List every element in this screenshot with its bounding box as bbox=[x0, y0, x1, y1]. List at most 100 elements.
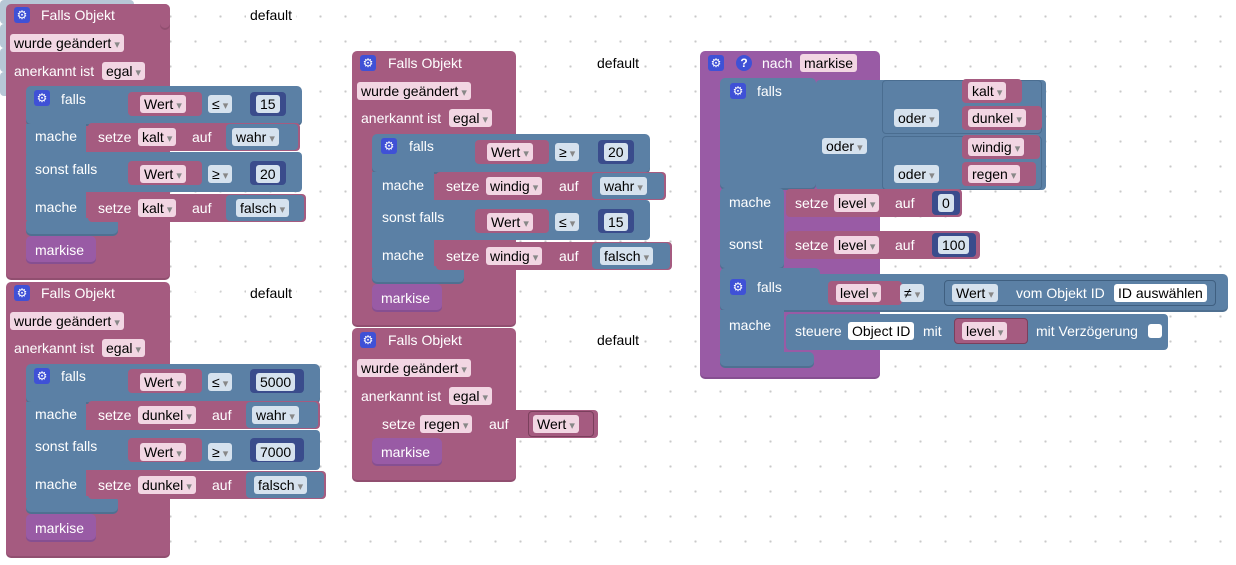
number-field[interactable]: 5000 bbox=[256, 373, 296, 391]
trigger-block-1[interactable]: ⚙ Falls Objekt Objekt ID default wurde g… bbox=[0, 0, 1236, 280]
number-field[interactable]: 20 bbox=[604, 143, 628, 161]
ack-dropdown[interactable]: egal bbox=[102, 62, 146, 80]
wert-dropdown[interactable]: Wert bbox=[487, 143, 533, 161]
mache-label: mache bbox=[729, 194, 772, 210]
objekt-id-field[interactable]: default bbox=[593, 331, 644, 349]
procedure-name-field[interactable]: markise bbox=[800, 54, 858, 72]
anerkannt-label: anerkannt ist bbox=[14, 340, 95, 356]
markise-call-block[interactable] bbox=[26, 514, 96, 542]
gear-icon[interactable]: ⚙ bbox=[34, 90, 50, 106]
level-dropdown[interactable]: level bbox=[962, 322, 1008, 340]
ack-dropdown[interactable]: egal bbox=[102, 339, 146, 357]
number-field[interactable]: 15 bbox=[256, 95, 280, 113]
number-field[interactable]: 20 bbox=[256, 165, 280, 183]
mache-label: mache bbox=[382, 247, 425, 263]
oder-dropdown-1[interactable]: oder bbox=[894, 109, 939, 127]
var-kalt-dropdown[interactable]: kalt bbox=[968, 82, 1007, 100]
mit-label: mit bbox=[923, 323, 942, 339]
gear-icon[interactable]: ⚙ bbox=[14, 7, 30, 23]
event-dropdown[interactable]: wurde geändert bbox=[10, 34, 124, 52]
variable-dropdown[interactable]: kalt bbox=[138, 199, 177, 217]
ack-dropdown[interactable]: egal bbox=[449, 387, 493, 405]
gear-icon[interactable]: ⚙ bbox=[730, 83, 746, 99]
variable-dropdown[interactable]: windig bbox=[486, 177, 543, 195]
variable-dropdown[interactable]: regen bbox=[420, 415, 473, 433]
markise-call-block[interactable] bbox=[26, 236, 96, 264]
gear-icon[interactable]: ⚙ bbox=[34, 368, 50, 384]
wert-dropdown[interactable]: Wert bbox=[487, 213, 533, 231]
markise-label: markise bbox=[381, 444, 431, 460]
var-windig-dropdown[interactable]: windig bbox=[968, 138, 1025, 156]
compare-dropdown[interactable]: ≥ bbox=[555, 143, 580, 161]
variable-dropdown[interactable]: dunkel bbox=[138, 476, 196, 494]
gear-icon[interactable]: ⚙ bbox=[14, 285, 30, 301]
var-dunkel-dropdown[interactable]: dunkel bbox=[968, 109, 1026, 127]
compare-dropdown[interactable]: ≤ bbox=[208, 95, 233, 113]
number-field[interactable]: 0 bbox=[938, 194, 954, 212]
markise-label: markise bbox=[381, 290, 431, 306]
oder-dropdown-outer[interactable]: oder bbox=[822, 137, 867, 157]
objekt-id-field[interactable]: default bbox=[246, 6, 297, 24]
bool-dropdown[interactable]: falsch bbox=[254, 476, 308, 494]
gear-icon[interactable]: ⚙ bbox=[381, 138, 397, 154]
wert-dropdown[interactable]: Wert bbox=[140, 95, 186, 113]
gear-icon[interactable]: ⚙ bbox=[708, 55, 724, 71]
markise-call-block[interactable] bbox=[372, 284, 442, 312]
wert-dropdown[interactable]: Wert bbox=[140, 443, 186, 461]
gear-icon[interactable]: ⚙ bbox=[360, 55, 376, 71]
mit-verzoegerung-label: mit Verzögerung bbox=[1036, 323, 1138, 339]
markise-label: markise bbox=[35, 520, 85, 536]
bool-dropdown[interactable]: wahr bbox=[600, 177, 647, 195]
event-dropdown[interactable]: wurde geändert bbox=[357, 82, 471, 100]
compare-dropdown[interactable]: ≠ bbox=[900, 284, 925, 302]
setze-label: setze bbox=[98, 407, 132, 423]
variable-dropdown[interactable]: kalt bbox=[138, 128, 177, 146]
bool-dropdown[interactable]: wahr bbox=[232, 128, 279, 146]
objekt-id-field[interactable]: default bbox=[593, 54, 644, 72]
event-dropdown[interactable]: wurde geändert bbox=[357, 359, 471, 377]
gear-icon[interactable]: ⚙ bbox=[730, 279, 746, 295]
bool-dropdown[interactable]: falsch bbox=[600, 247, 654, 265]
compare-dropdown[interactable]: ≤ bbox=[555, 213, 580, 231]
falls-objekt-label: Falls Objekt bbox=[41, 7, 115, 23]
vom-objekt-id-label: vom Objekt ID bbox=[1016, 285, 1105, 301]
variable-dropdown[interactable]: windig bbox=[486, 247, 543, 265]
wert-dropdown[interactable]: Wert bbox=[952, 284, 998, 302]
setze-label: setze bbox=[446, 178, 480, 194]
mache-label: mache bbox=[382, 177, 425, 193]
mache-label: mache bbox=[729, 317, 772, 333]
level-dropdown[interactable]: level bbox=[834, 194, 880, 212]
anerkannt-label: anerkannt ist bbox=[361, 110, 442, 126]
level-dropdown[interactable]: level bbox=[834, 236, 880, 254]
falls-label: falls bbox=[61, 368, 86, 384]
delay-checkbox[interactable] bbox=[1148, 324, 1162, 338]
bool-dropdown[interactable]: falsch bbox=[236, 199, 290, 217]
oder-dropdown-2[interactable]: oder bbox=[894, 165, 939, 183]
help-icon[interactable]: ? bbox=[736, 55, 752, 71]
variable-dropdown[interactable]: dunkel bbox=[138, 406, 196, 424]
number-field[interactable]: 100 bbox=[938, 236, 970, 254]
level-dropdown[interactable]: level bbox=[836, 284, 882, 302]
markise-label: markise bbox=[35, 242, 85, 258]
trigger-block-2[interactable]: ⚙ Falls Objekt Objekt ID default wurde g… bbox=[0, 24, 1236, 558]
nach-label: nach bbox=[762, 55, 793, 71]
event-dropdown[interactable]: wurde geändert bbox=[10, 312, 124, 330]
objekt-id-field[interactable]: default bbox=[246, 284, 297, 302]
wert-dropdown[interactable]: Wert bbox=[140, 165, 186, 183]
id-auswaehlen-field[interactable]: ID auswählen bbox=[1114, 284, 1207, 302]
wert-dropdown[interactable]: Wert bbox=[533, 415, 579, 433]
markise-call-block[interactable] bbox=[372, 438, 442, 466]
var-regen-dropdown[interactable]: regen bbox=[968, 165, 1021, 183]
number-field[interactable]: 15 bbox=[604, 213, 628, 231]
gear-icon[interactable]: ⚙ bbox=[360, 332, 376, 348]
bool-dropdown[interactable]: wahr bbox=[252, 406, 299, 424]
number-field[interactable]: 7000 bbox=[256, 443, 296, 461]
compare-dropdown[interactable]: ≥ bbox=[208, 165, 233, 183]
ack-dropdown[interactable]: egal bbox=[449, 109, 493, 127]
wert-dropdown[interactable]: Wert bbox=[140, 373, 186, 391]
compare-dropdown[interactable]: ≥ bbox=[208, 443, 233, 461]
trigger-block-3[interactable]: ⚙ Falls Objekt Objekt ID default wurde g… bbox=[0, 48, 1236, 327]
compare-dropdown[interactable]: ≤ bbox=[208, 373, 233, 391]
object-id-field[interactable]: Object ID bbox=[848, 322, 915, 340]
auf-label: auf bbox=[212, 477, 232, 493]
